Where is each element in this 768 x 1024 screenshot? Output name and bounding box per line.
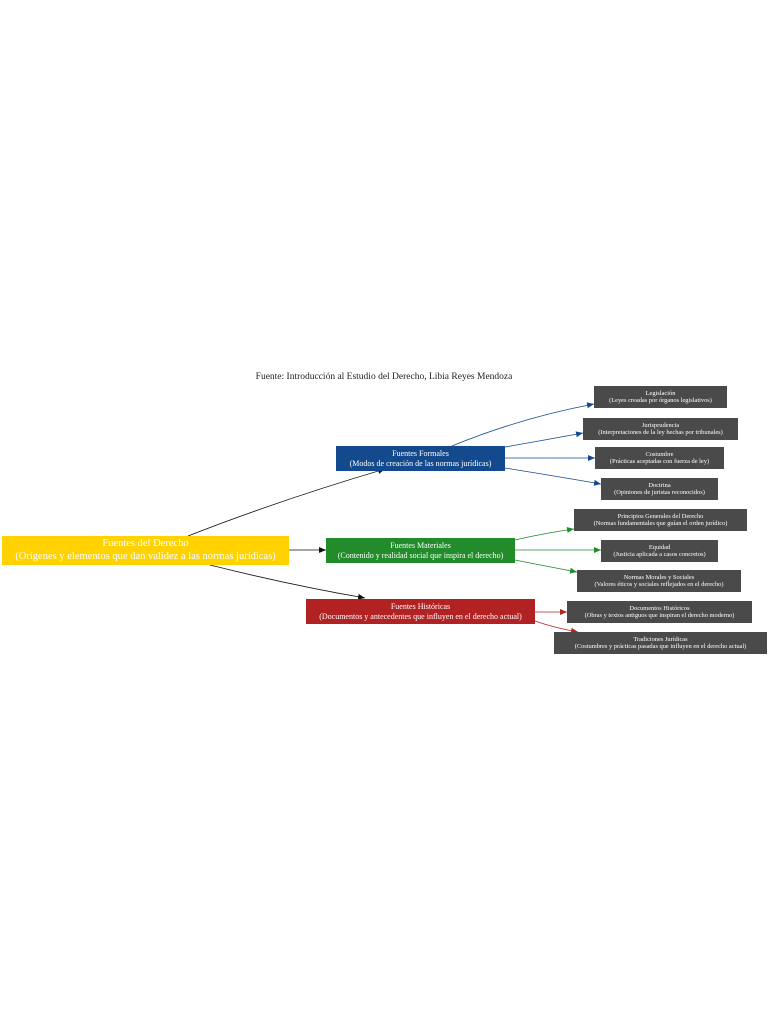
category-historicas: Fuentes Históricas (Documentos y anteced… (306, 599, 535, 624)
category-materiales: Fuentes Materiales (Contenido y realidad… (326, 538, 515, 563)
edge-formales-doctrina (504, 467, 602, 486)
leaf-subtitle: (Justicia aplicada a casos concretos) (613, 551, 706, 558)
leaf-doctrina: Doctrina (Opiniones de juristas reconoci… (601, 478, 718, 500)
leaf-title: Normas Morales y Sociales (623, 573, 695, 581)
edge-materiales-normas (514, 559, 578, 574)
leaf-principios: Principios Generales del Derecho (Normas… (574, 509, 747, 531)
leaf-tradiciones-juridicas: Tradiciones Jurídicas (Costumbres y prác… (554, 632, 767, 654)
leaf-title: Legislación (645, 389, 676, 397)
root-title: Fuentes del Derecho (102, 538, 189, 550)
category-title: Fuentes Históricas (390, 602, 451, 612)
root-node: Fuentes del Derecho (Orígenes y elemento… (2, 536, 289, 565)
leaf-subtitle: (Valores éticos y sociales reflejados en… (594, 581, 724, 588)
category-title: Fuentes Materiales (390, 541, 451, 551)
category-formales: Fuentes Formales (Modos de creación de l… (336, 446, 505, 471)
root-subtitle: (Orígenes y elementos que dan validez a … (15, 550, 276, 562)
leaf-title: Equidad (648, 543, 671, 551)
leaf-subtitle: (Costumbres y prácticas pasadas que infl… (574, 643, 747, 650)
leaf-title: Tradiciones Jurídicas (633, 635, 688, 643)
category-subtitle: (Documentos y antecedentes que influyen … (319, 611, 522, 621)
leaf-subtitle: (Interpretaciones de la ley hechas por t… (598, 429, 723, 436)
edge-historicas-tradiciones (534, 620, 579, 634)
leaf-documentos-historicos: Documentos Históricos (Obras y textos an… (567, 601, 752, 623)
category-subtitle: (Modos de creación de las normas jurídic… (349, 458, 492, 468)
leaf-jurisprudencia: Jurisprudencia (Interpretaciones de la l… (583, 418, 738, 440)
edge-materiales-principios (514, 526, 575, 541)
edge-formales-legislacion (451, 402, 595, 447)
leaf-subtitle: (Opiniones de juristas reconocidos) (614, 489, 705, 496)
leaf-subtitle: (Prácticas aceptadas con fuerza de ley) (609, 458, 710, 465)
edge-root-formales (187, 468, 386, 537)
category-title: Fuentes Formales (392, 449, 449, 459)
source-caption: Fuente: Introducción al Estudio del Dere… (255, 372, 513, 382)
leaf-title: Documentos Históricos (629, 604, 690, 612)
leaf-legislacion: Legislación (Leyes creadas por órganos l… (594, 386, 727, 408)
leaf-title: Doctrina (648, 481, 671, 489)
leaf-subtitle: (Normas fundamentales que guían el orden… (593, 520, 728, 527)
leaf-costumbre: Costumbre (Prácticas aceptadas con fuerz… (595, 447, 724, 469)
leaf-title: Costumbre (645, 450, 674, 458)
edge-formales-jurisprudencia (504, 431, 584, 448)
leaf-title: Principios Generales del Derecho (617, 512, 704, 520)
leaf-title: Jurisprudencia (641, 421, 680, 429)
leaf-equidad: Equidad (Justicia aplicada a casos concr… (601, 540, 718, 562)
category-subtitle: (Contenido y realidad social que inspira… (337, 550, 504, 560)
edge-root-historicas (209, 564, 366, 600)
leaf-normas-morales: Normas Morales y Sociales (Valores ético… (577, 570, 741, 592)
leaf-subtitle: (Obras y textos antiguos que inspiran el… (584, 612, 735, 619)
leaf-subtitle: (Leyes creadas por órganos legislativos) (609, 397, 712, 404)
